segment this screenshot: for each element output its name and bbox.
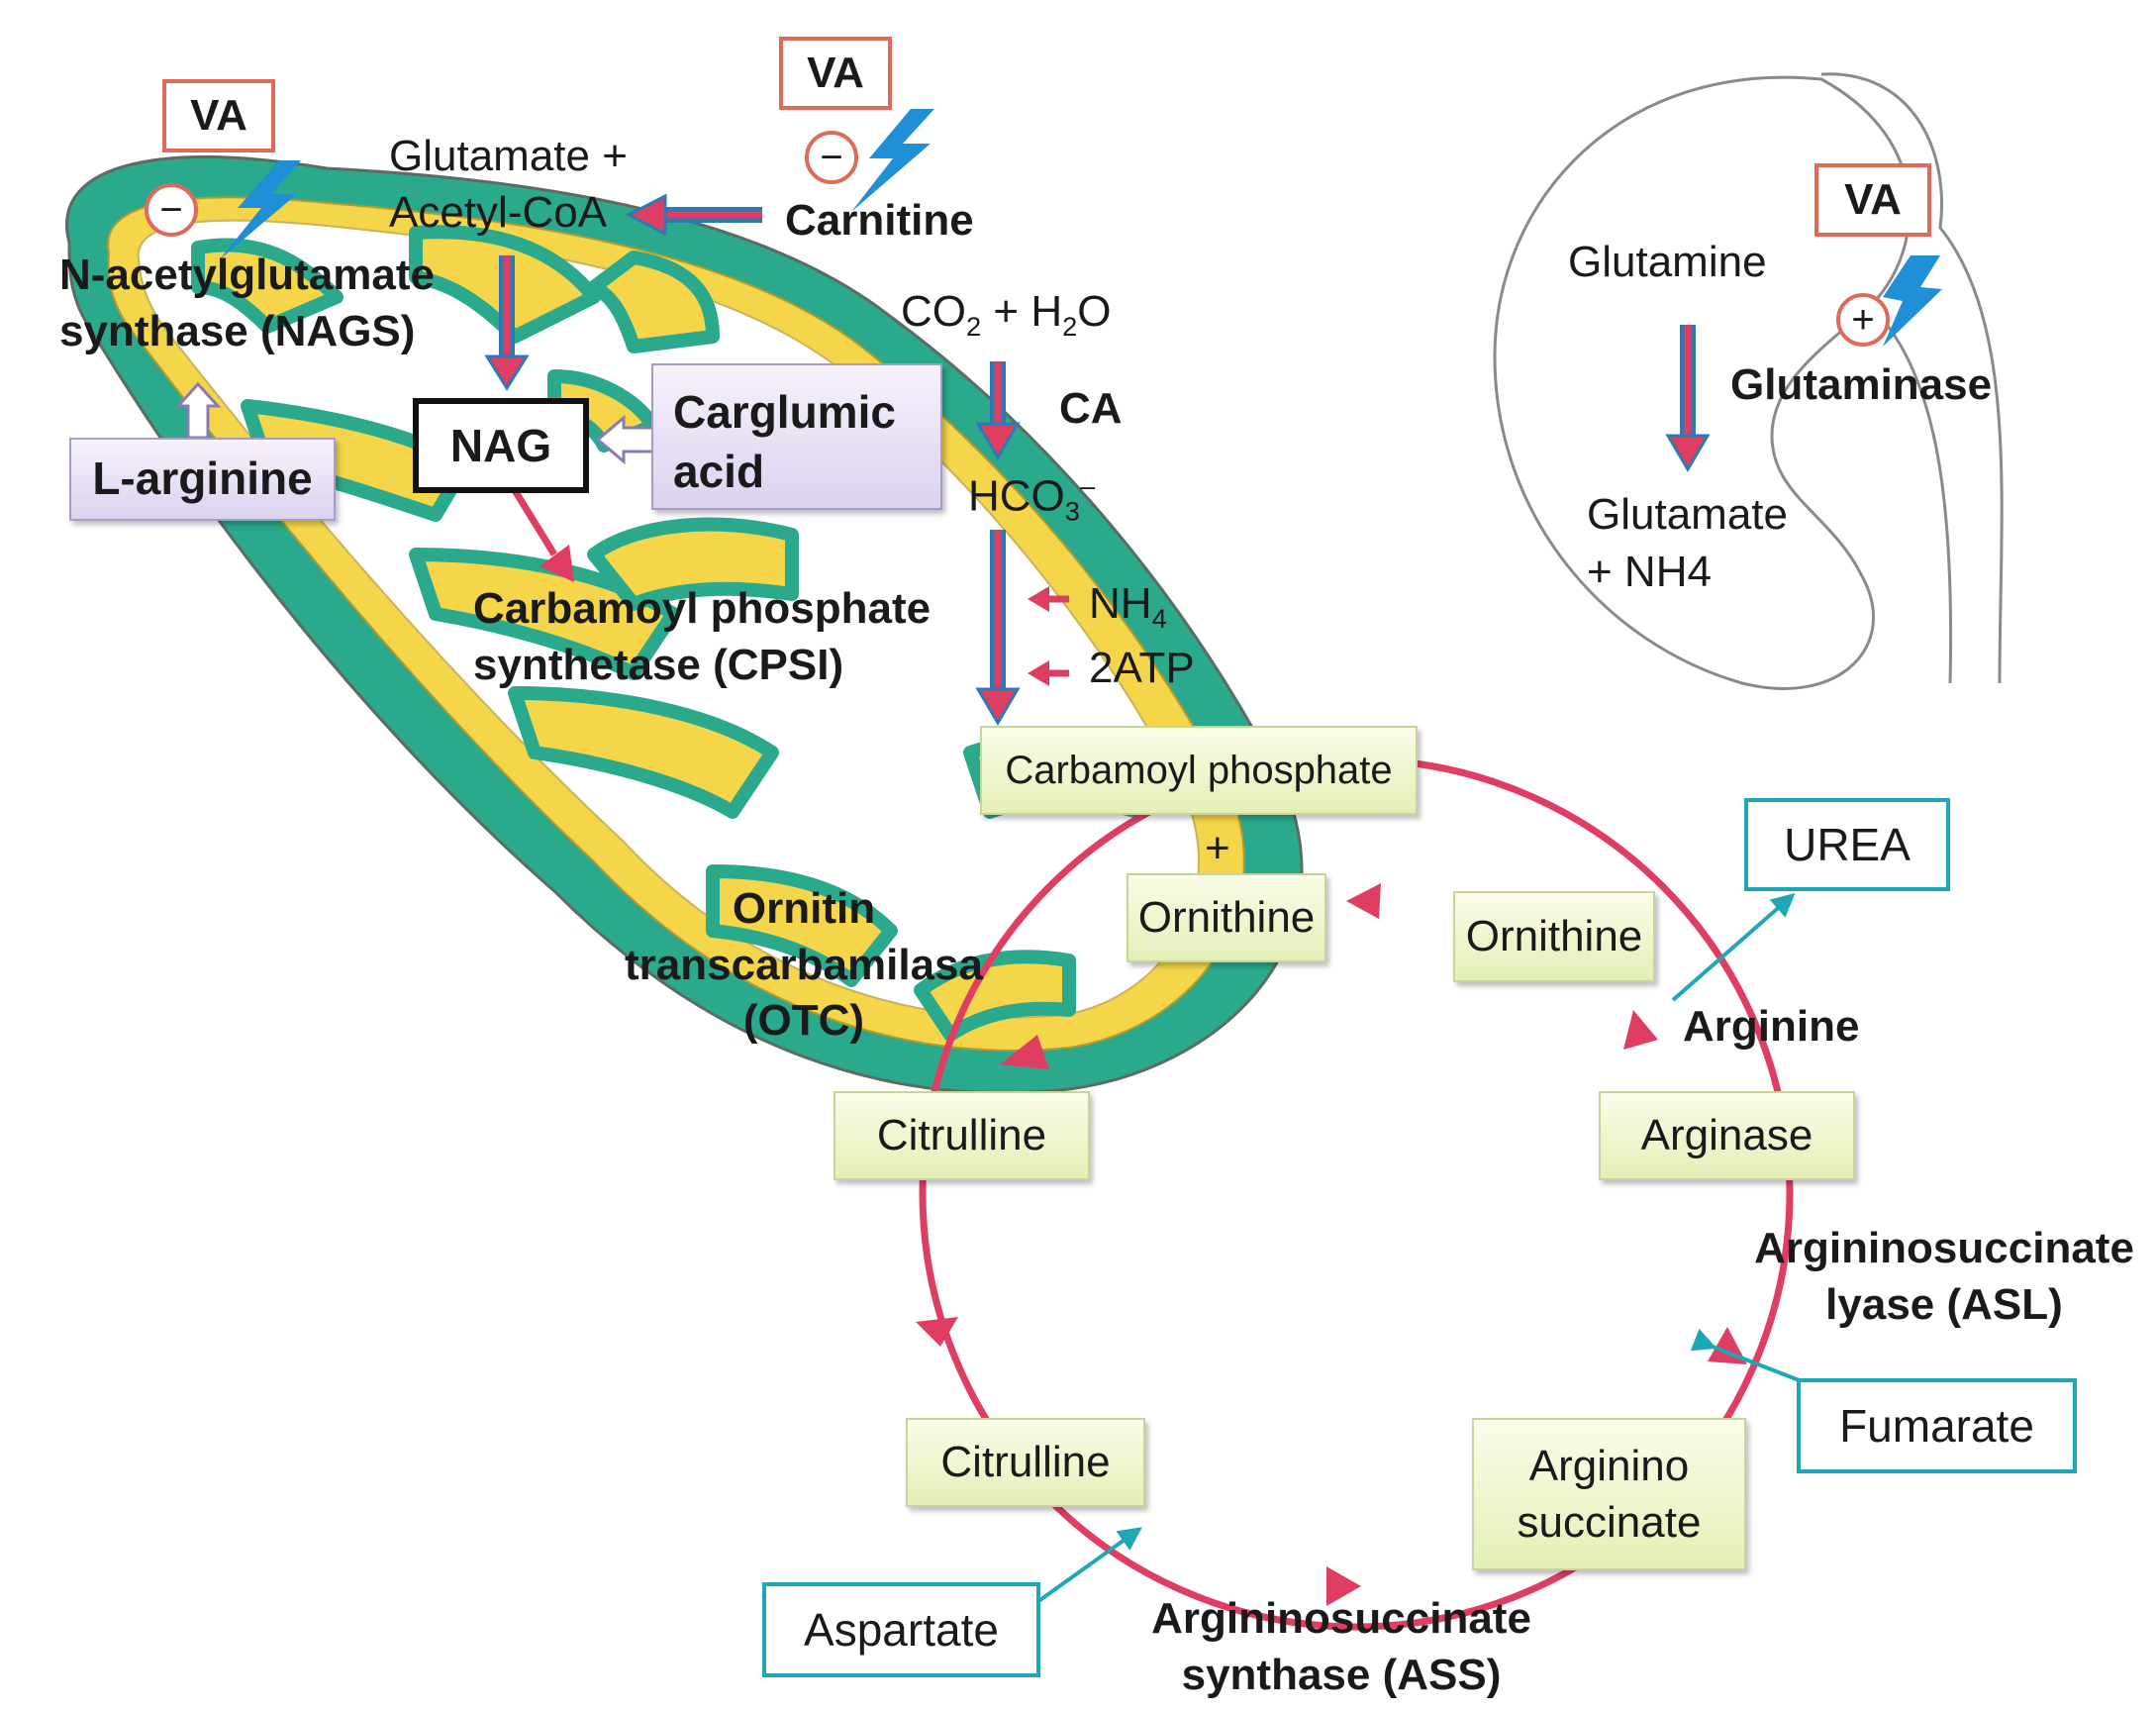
citrulline-inner-box: Citrulline: [833, 1091, 1090, 1180]
atp-label: 2ATP: [1089, 644, 1195, 692]
urea-box: UREA: [1744, 798, 1950, 891]
arginine-label: Arginine: [1683, 1002, 1860, 1051]
nags-label: N-acetylglutamate synthase (NAGS): [59, 251, 436, 355]
ca-label: CA: [1059, 384, 1123, 433]
ass-label: Argininosuccinate synthase (ASS): [1151, 1594, 1531, 1699]
va-label: VA: [1814, 163, 1931, 237]
minus-sign-icon: −: [805, 131, 858, 184]
glutaminase-label: Glutaminase: [1730, 360, 1993, 409]
purple-arrows: [174, 381, 655, 465]
red-arrows: [510, 485, 1069, 686]
kidney-nh4-label: + NH4: [1587, 548, 1712, 596]
cps1-label: Carbamoyl phosphate synthetase (CPSI): [473, 584, 931, 689]
kidney-glutamate-label: Glutamate: [1587, 490, 1788, 539]
minus-sign-icon: −: [145, 183, 198, 237]
plus-label: +: [1205, 824, 1230, 872]
glutamine-label: Glutamine: [1568, 238, 1767, 286]
va-label: VA: [162, 79, 275, 152]
ornithine-inner-box: Ornithine: [1127, 873, 1326, 962]
citrulline-outer-box: Citrulline: [906, 1418, 1145, 1507]
co2-h2o-label: CO2 + H2O: [901, 287, 1112, 342]
pathway-arrows: [484, 193, 1711, 726]
ornithine-outer-box: Ornithine: [1453, 891, 1655, 982]
aspartate-box: Aspartate: [762, 1582, 1040, 1677]
hco3-label: HCO3–: [968, 470, 1096, 527]
l-arginine-box: L-arginine: [69, 438, 336, 521]
nag-box: NAG: [413, 398, 589, 493]
asl-label: Argininosuccinate lyase (ASL): [1754, 1224, 2134, 1329]
lightning-icon: [220, 109, 1942, 347]
carnitine-label: Carnitine: [785, 196, 974, 245]
plus-sign-icon: +: [1836, 293, 1890, 347]
arginase-box: Arginase: [1599, 1091, 1855, 1180]
va-label: VA: [779, 37, 892, 110]
otc-label: Ornitin transcarbamilasa (OTC): [625, 884, 983, 1046]
nh4-label: NH4: [1089, 579, 1167, 634]
cyan-arrows: [1032, 892, 1803, 1606]
carglumic-acid-box: Carglumic acid: [651, 363, 942, 510]
carbamoyl-phosphate-box: Carbamoyl phosphate: [980, 726, 1418, 815]
glutamate-acetylcoa-label: Glutamate + Acetyl-CoA: [389, 132, 628, 237]
fumarate-box: Fumarate: [1797, 1378, 2077, 1473]
